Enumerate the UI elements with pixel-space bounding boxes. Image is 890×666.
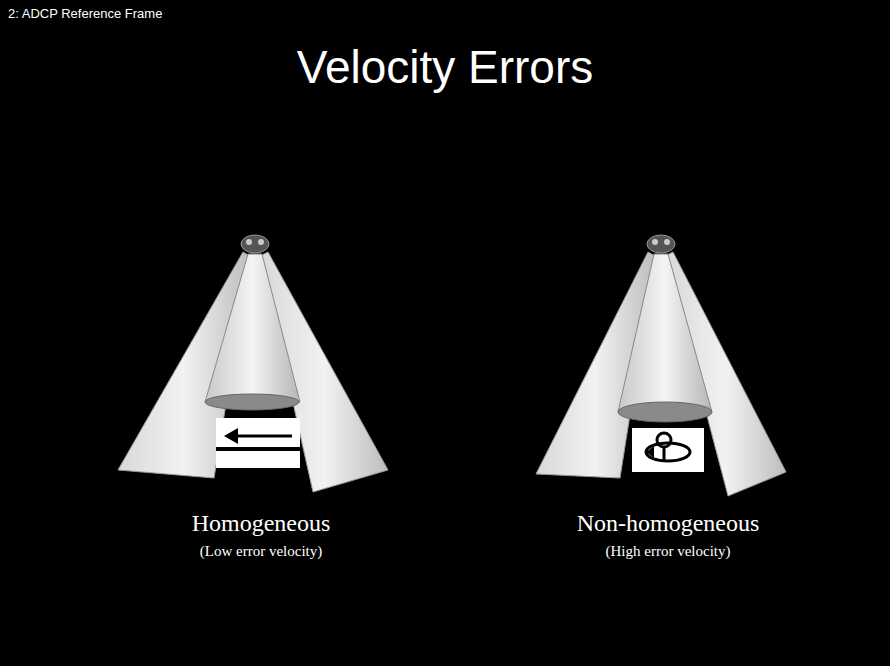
adcp-non-homogeneous xyxy=(536,235,786,496)
caption-heading: Non-homogeneous xyxy=(577,510,760,537)
slide-title: Velocity Errors xyxy=(297,40,594,94)
caption-heading: Homogeneous xyxy=(192,510,331,537)
caption-note: (High error velocity) xyxy=(606,543,731,560)
adcp-homogeneous xyxy=(118,235,388,492)
section-header: 2: ADCP Reference Frame xyxy=(8,6,162,21)
caption-note: (Low error velocity) xyxy=(200,543,322,560)
